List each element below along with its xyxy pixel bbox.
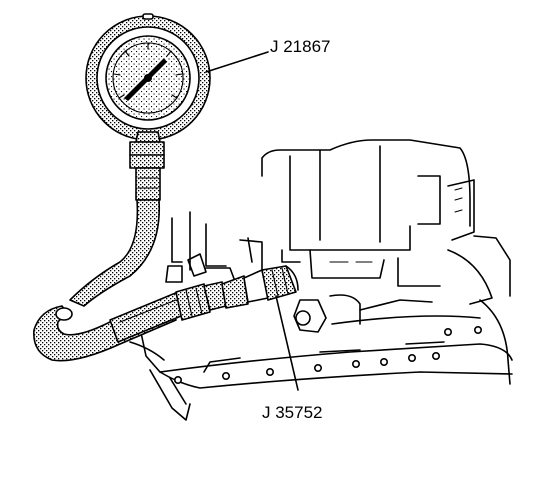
adapter-fitting (175, 265, 299, 321)
pan-bolts (174, 325, 482, 384)
callout-gauge-tool: J 21867 (270, 37, 331, 56)
leader-gauge-tool (205, 51, 269, 73)
leader-lines (205, 51, 299, 391)
leader-adapter-tool (275, 295, 299, 391)
gauge-dial-ticks (113, 42, 183, 99)
callout-adapter-tool: J 35752 (262, 403, 323, 422)
transmission-housing (129, 139, 513, 421)
pressure-hose (33, 199, 187, 362)
pressure-gauge (85, 13, 211, 201)
